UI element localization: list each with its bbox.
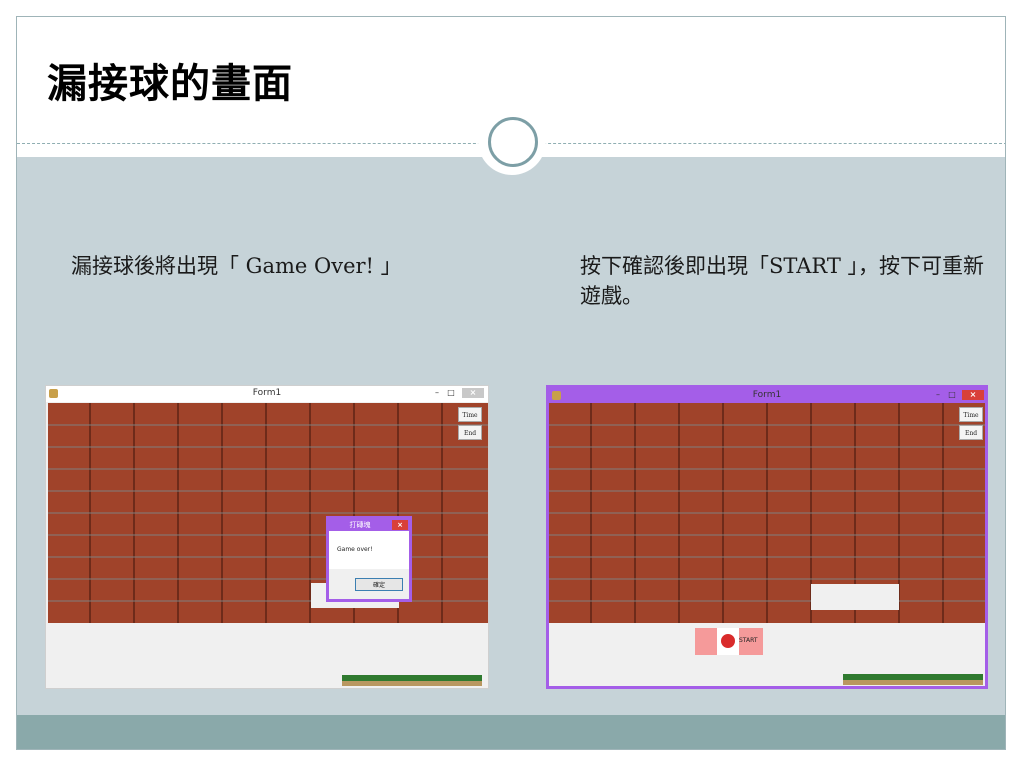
maximize-icon[interactable]: □ <box>948 390 956 399</box>
end-button[interactable]: End <box>458 425 482 440</box>
dialog-button-area: 確定 <box>329 569 409 599</box>
brick-grid <box>549 403 985 623</box>
caption-right: 按下確認後即出現「START 」，按下可重新遊戲。 <box>580 254 985 308</box>
dialog-message: Game over! <box>337 546 373 553</box>
paddle-grass <box>342 675 482 681</box>
slide: 漏接球的畫面 漏接球後將出現「 Game Over! 」 按下確認後即出現「ST… <box>16 16 1006 750</box>
time-button[interactable]: Time <box>959 407 983 422</box>
minimize-icon[interactable]: – <box>435 388 439 397</box>
missing-bricks-gap <box>811 584 899 610</box>
minimize-icon[interactable]: – <box>936 390 940 399</box>
brick-grid <box>48 403 488 623</box>
app-icon <box>49 389 58 398</box>
dialog-title: 打磚塊 <box>349 521 371 529</box>
ok-button[interactable]: 確定 <box>355 578 403 591</box>
titlebar: Form1 – □ × <box>46 386 488 402</box>
game-window-left: Form1 – □ × <box>45 385 489 689</box>
app-icon <box>552 391 561 400</box>
paddle-grass <box>843 674 983 680</box>
end-button[interactable]: End <box>959 425 983 440</box>
start-label: START <box>739 637 758 644</box>
divider-ring-icon <box>488 117 538 167</box>
brick-wall <box>549 403 985 623</box>
maximize-icon[interactable]: □ <box>447 388 455 397</box>
window-title: Form1 <box>752 390 782 400</box>
window-title: Form1 <box>252 388 282 398</box>
game-over-dialog: 打磚塊 × Game over! 確定 <box>326 516 412 602</box>
slide-title: 漏接球的畫面 <box>47 61 293 107</box>
time-button[interactable]: Time <box>458 407 482 422</box>
brick-wall <box>48 403 488 623</box>
dialog-titlebar: 打磚塊 × <box>329 519 409 531</box>
dialog-close-icon[interactable]: × <box>392 520 408 530</box>
caption-left: 漏接球後將出現「 Game Over! 」 <box>71 254 402 278</box>
paddle-dirt <box>843 680 983 685</box>
mario-icon <box>721 634 735 648</box>
paddle-dirt <box>342 681 482 686</box>
close-icon[interactable]: × <box>462 388 484 398</box>
footer-band <box>17 715 1005 749</box>
game-window-right: Form1 – □ × <box>546 385 988 689</box>
close-icon[interactable]: × <box>962 390 984 400</box>
titlebar: Form1 – □ × <box>549 388 985 404</box>
